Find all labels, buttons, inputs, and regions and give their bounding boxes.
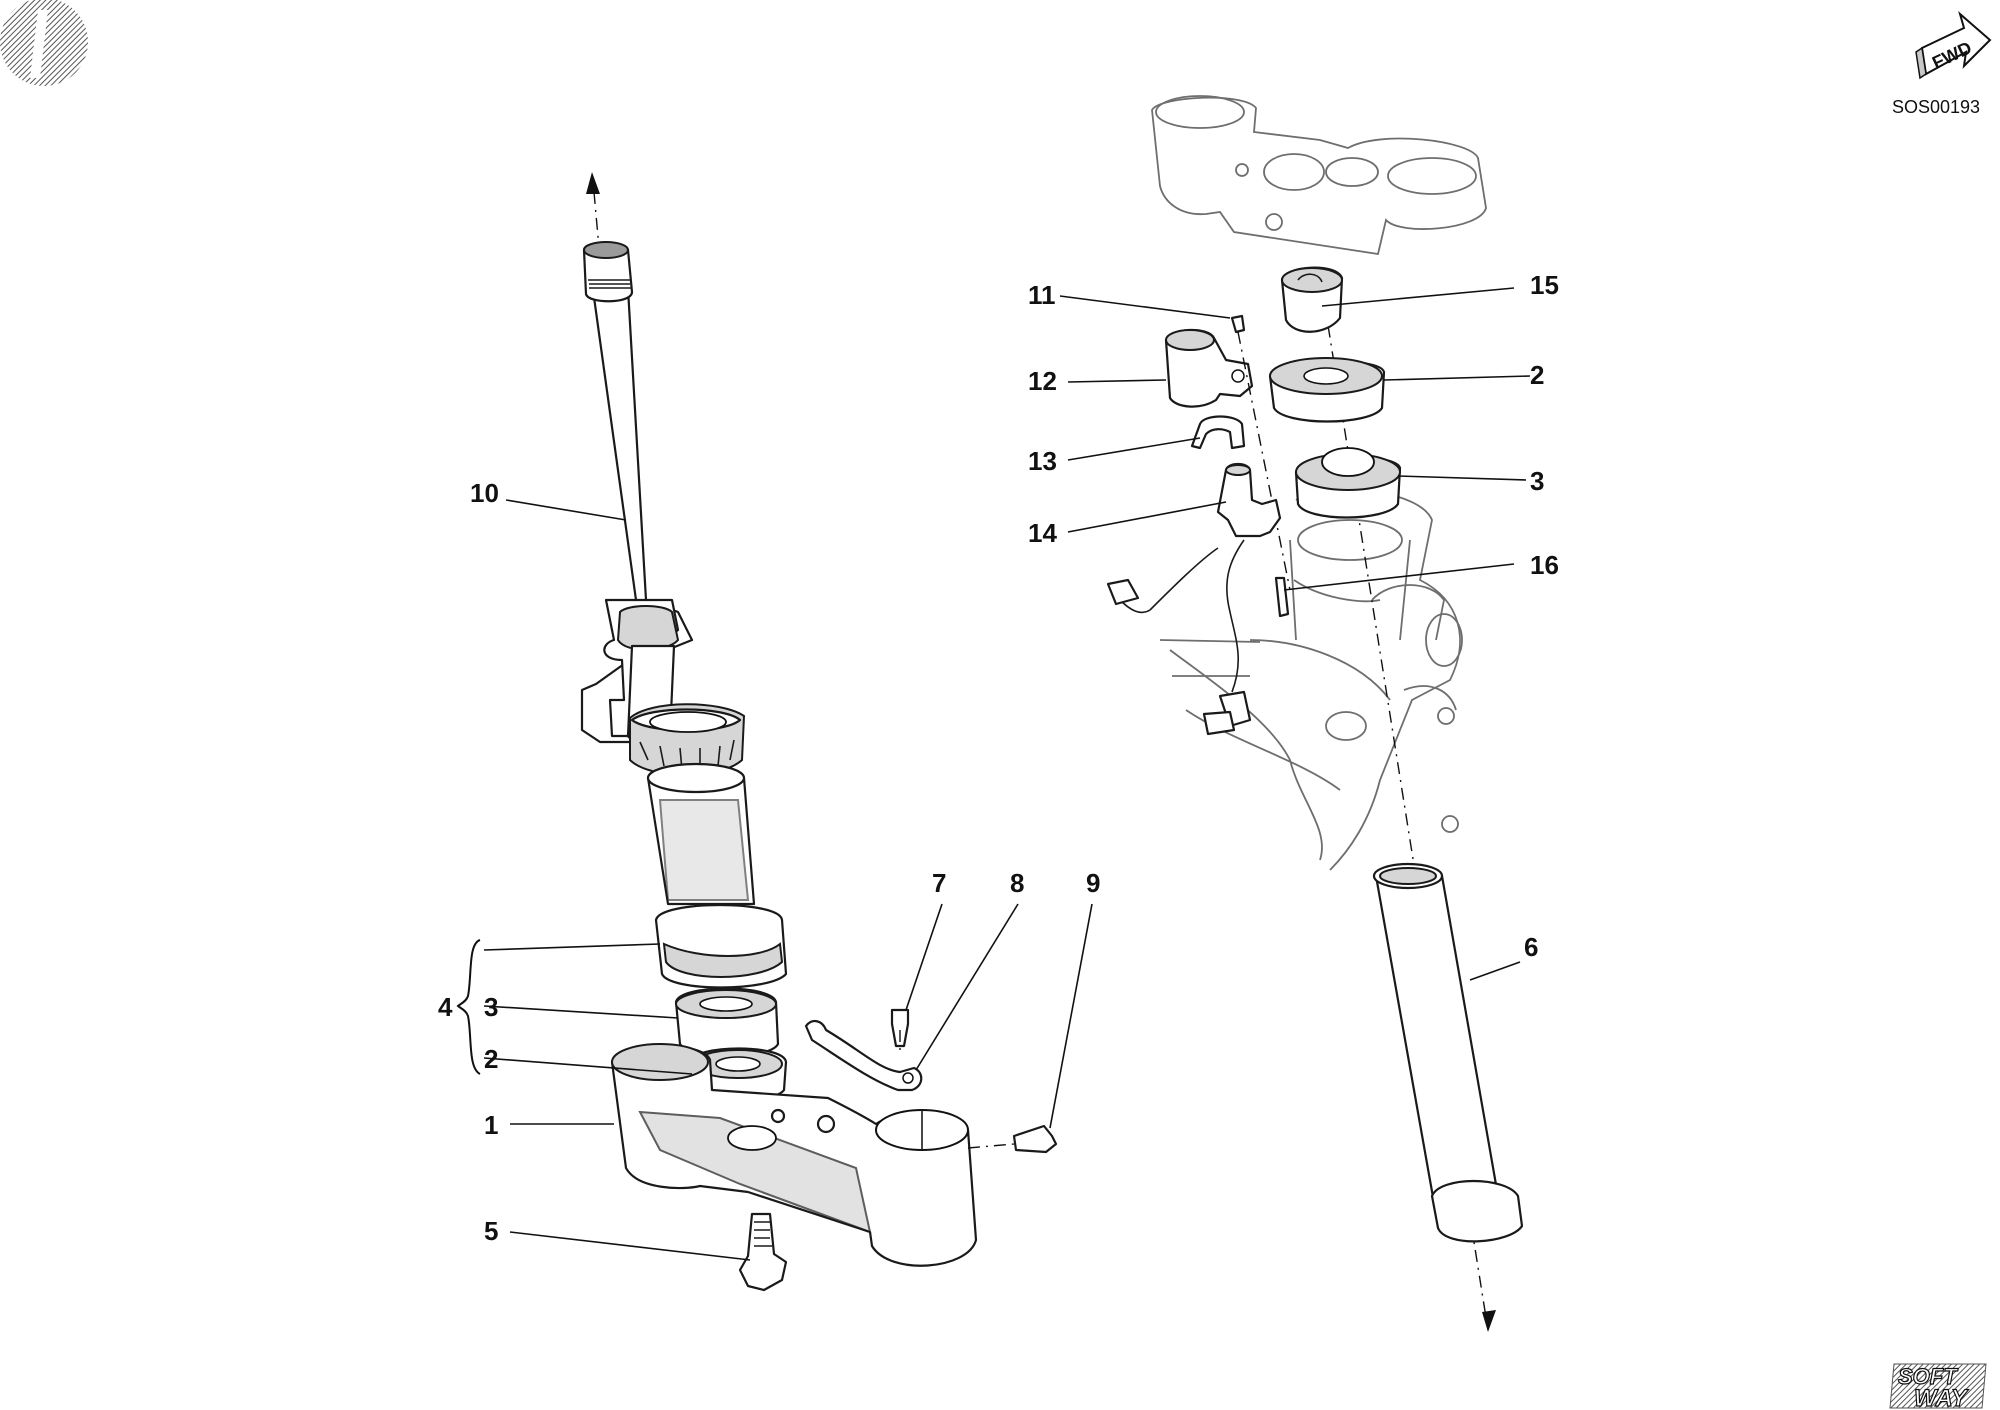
fwd-arrow-icon: FWD xyxy=(1915,11,1992,80)
stem-bolt xyxy=(738,1212,788,1292)
cable-clip xyxy=(804,1020,923,1092)
steering-stem xyxy=(580,241,694,744)
lower-triple-clamp xyxy=(610,1043,978,1267)
clamp-bolt xyxy=(967,1124,1058,1154)
callout-2-right: 2 xyxy=(1530,360,1544,390)
sensor-bracket xyxy=(1164,328,1254,408)
axis-arrow-up xyxy=(586,172,600,249)
retaining-clip xyxy=(1190,415,1246,450)
callout-3-right: 3 xyxy=(1530,466,1544,496)
bearing-right xyxy=(1294,447,1402,519)
dust-seal-left xyxy=(688,1047,788,1102)
bearing-left xyxy=(674,987,780,1058)
svg-text:SOFT: SOFT xyxy=(1898,1364,1958,1389)
callout-9: 9 xyxy=(1086,868,1100,898)
callout-14: 14 xyxy=(1028,518,1057,548)
clamp-screw xyxy=(890,1008,910,1056)
sensor-pin xyxy=(1274,576,1290,618)
group-brace xyxy=(456,939,481,1075)
frame-headstock-ghost xyxy=(1159,488,1463,871)
svg-text:WAY: WAY xyxy=(1914,1385,1969,1410)
callout-1: 1 xyxy=(484,1110,498,1140)
callout-5: 5 xyxy=(484,1216,498,1246)
callout-labels: 10 4 3 2 1 5 7 8 9 11 12 13 14 15 2 3 16… xyxy=(438,270,1559,1246)
leader-lines xyxy=(483,287,1531,1261)
bracket-screw xyxy=(1230,314,1291,591)
callout-3-left: 3 xyxy=(484,992,498,1022)
steering-sensor xyxy=(1106,462,1282,736)
callout-2-left: 2 xyxy=(484,1044,498,1074)
shaded-disc-icon xyxy=(0,0,88,86)
stem-lower-tube xyxy=(1372,862,1524,1243)
callout-11: 11 xyxy=(1028,280,1056,310)
bearing-tube xyxy=(646,762,788,989)
dust-seal-right xyxy=(1268,357,1386,423)
callout-10: 10 xyxy=(470,478,499,508)
drawing-code: SOS00193 xyxy=(1892,97,1980,117)
callout-4: 4 xyxy=(438,992,453,1022)
callout-7: 7 xyxy=(932,868,946,898)
softway-logo: SOFT WAY xyxy=(1889,1363,1987,1410)
axis-arrow-down xyxy=(1482,1310,1496,1332)
upper-triple-clamp-ghost xyxy=(1151,95,1487,256)
callout-12: 12 xyxy=(1028,366,1057,396)
callout-15: 15 xyxy=(1530,270,1559,300)
callout-13: 13 xyxy=(1028,446,1057,476)
callout-16: 16 xyxy=(1530,550,1559,580)
callout-8: 8 xyxy=(1010,868,1024,898)
stem-cap xyxy=(1280,266,1344,333)
callout-6: 6 xyxy=(1524,932,1538,962)
